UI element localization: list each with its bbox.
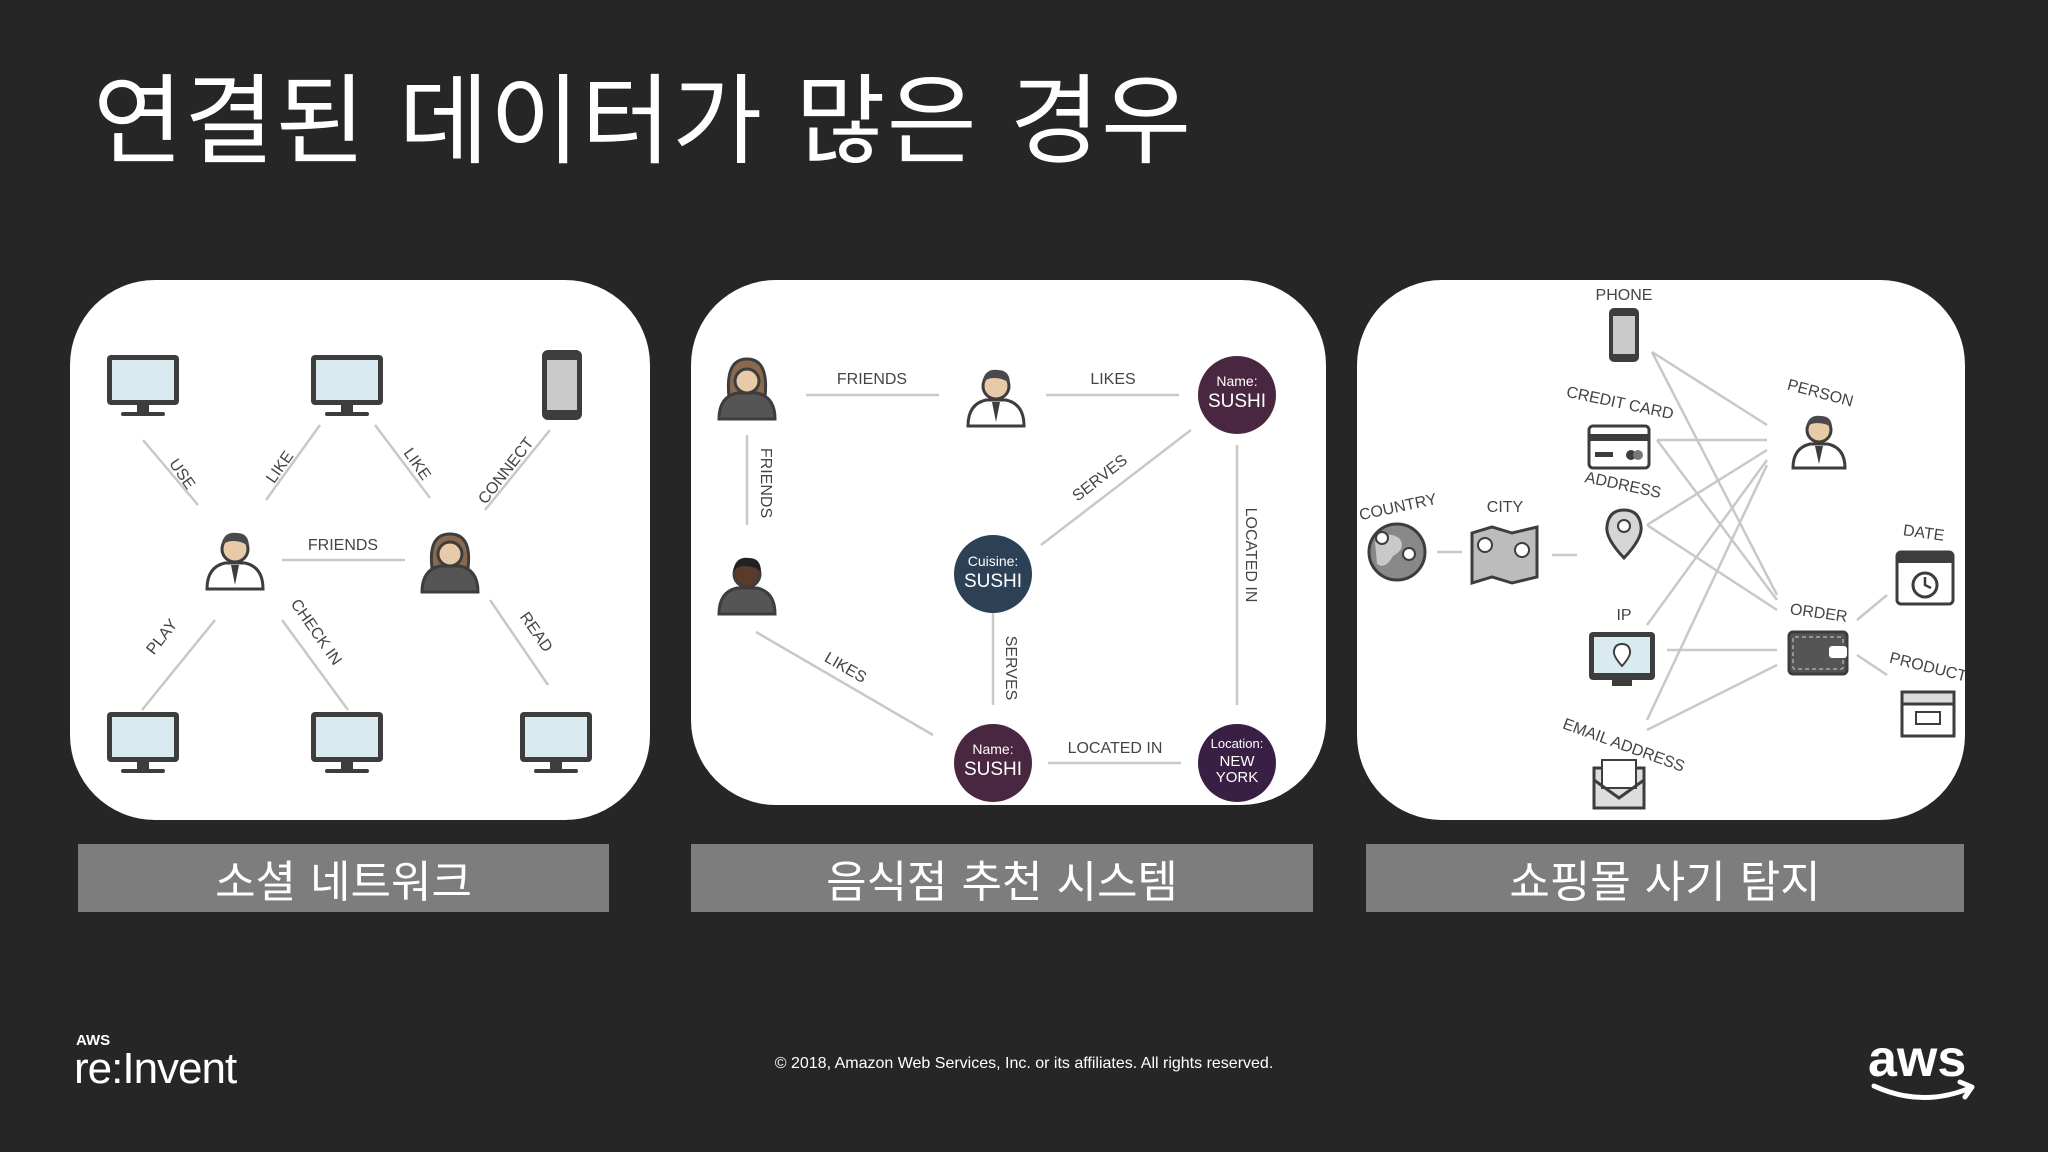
map-icon	[1470, 525, 1539, 586]
edge-label-likes: LIKES	[1090, 371, 1135, 388]
node-sushi-bottom: Name: SUSHI	[954, 724, 1032, 802]
edge-label-located-in: LOCATED IN	[1242, 508, 1259, 603]
woman-icon	[420, 532, 480, 594]
node-label-ip: IP	[1616, 607, 1631, 624]
edge-label-friends: FRIENDS	[757, 448, 774, 518]
aws-logo: aws	[1864, 1030, 1984, 1114]
credit-card-icon	[1587, 424, 1651, 470]
node-key: Location:	[1211, 736, 1264, 751]
reinvent-logo-text: re:Invent	[74, 1044, 237, 1093]
monitor-icon	[311, 355, 383, 416]
node-label-product: PRODUCT	[1888, 650, 1965, 686]
man-icon	[205, 531, 265, 591]
woman-icon	[717, 357, 777, 421]
fraud-detection-diagram: PHONE CREDIT CARD PERSON COUNTRY	[1358, 287, 1965, 810]
node-value: SUSHI	[1208, 391, 1266, 412]
node-label-country: COUNTRY	[1358, 491, 1439, 524]
caption-fraud-detection: 쇼핑몰 사기 탐지	[1366, 844, 1964, 912]
edge-label-friends: FRIENDS	[837, 371, 907, 388]
restaurant-diagram: FRIENDS LIKES FRIENDS SERVES LOCATED IN …	[717, 356, 1276, 802]
edge-label-serves: SERVES	[1002, 636, 1019, 701]
node-location: Location: NEW YORK	[1198, 724, 1276, 802]
edge-label-use: USE	[165, 456, 198, 493]
social-network-diagram: USE LIKE LIKE CONNECT FRIENDS PLAY CHECK…	[107, 350, 592, 773]
node-cuisine: Cuisine: SUSHI	[954, 535, 1032, 613]
monitor-icon	[1589, 632, 1655, 686]
node-value: YORK	[1216, 769, 1259, 786]
edge-label-likes: LIKES	[821, 649, 869, 686]
node-label-order: ORDER	[1789, 601, 1849, 626]
node-label-credit-card: CREDIT CARD	[1565, 384, 1675, 423]
monitor-icon	[520, 712, 592, 773]
calendar-icon	[1895, 550, 1955, 606]
phone-icon	[542, 350, 582, 420]
node-label-phone: PHONE	[1596, 287, 1653, 304]
copyright-text: © 2018, Amazon Web Services, Inc. or its…	[774, 1055, 1274, 1072]
social-network-panel: USE LIKE LIKE CONNECT FRIENDS PLAY CHECK…	[70, 280, 650, 820]
edge-label-like: LIKE	[263, 448, 297, 486]
slide-title: 연결된 데이터가 많은 경우	[93, 65, 1193, 179]
monitor-icon	[107, 355, 179, 416]
edge-label-check-in: CHECK IN	[287, 596, 345, 668]
edge-label-connect: CONNECT	[475, 435, 537, 508]
edge-label-friends: FRIENDS	[308, 537, 378, 554]
node-label-person: PERSON	[1785, 377, 1855, 411]
package-icon	[1900, 690, 1956, 738]
node-value: SUSHI	[964, 759, 1022, 780]
node-sushi-top: Name: SUSHI	[1198, 356, 1276, 434]
node-key: Cuisine:	[968, 553, 1019, 569]
node-label-city: CITY	[1487, 499, 1524, 516]
restaurant-panel: FRIENDS LIKES FRIENDS SERVES LOCATED IN …	[691, 280, 1326, 805]
wallet-icon	[1787, 630, 1849, 676]
edge-label-located-in: LOCATED IN	[1068, 740, 1163, 757]
caption-restaurant: 음식점 추천 시스템	[691, 844, 1313, 912]
person-icon	[717, 556, 777, 616]
node-key: Name:	[972, 741, 1013, 757]
person-icon	[1791, 415, 1847, 470]
monitor-icon	[107, 712, 179, 773]
globe-icon	[1367, 522, 1427, 582]
node-value: NEW	[1220, 753, 1256, 770]
man-icon	[966, 368, 1026, 428]
node-label-date: DATE	[1902, 522, 1945, 545]
location-pin-icon	[1605, 508, 1643, 561]
node-key: Name:	[1216, 373, 1257, 389]
node-value: SUSHI	[964, 571, 1022, 592]
fraud-detection-panel: PHONE CREDIT CARD PERSON COUNTRY	[1357, 280, 1965, 820]
reinvent-logo-aws: AWS	[76, 1032, 111, 1049]
email-icon	[1592, 759, 1646, 810]
caption-social-network: 소셜 네트워크	[78, 844, 609, 912]
node-label-address: ADDRESS	[1583, 469, 1662, 502]
aws-logo-text: aws	[1868, 1030, 1966, 1088]
edge-label-play: PLAY	[144, 616, 182, 658]
phone-icon	[1609, 308, 1639, 362]
edge-label-serves: SERVES	[1070, 452, 1131, 505]
monitor-icon	[311, 712, 383, 773]
